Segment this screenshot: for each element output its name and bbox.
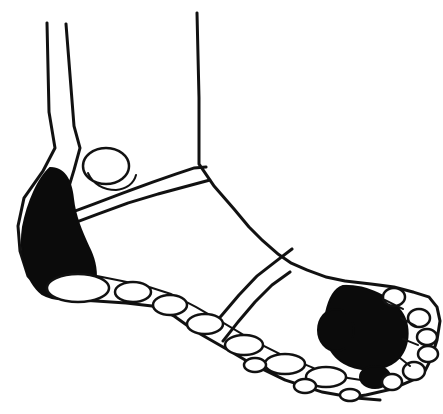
toe-5	[403, 362, 425, 380]
forefoot-highlight-ball	[318, 309, 354, 351]
sole-ring-1	[244, 358, 266, 372]
midfoot-oval-2	[153, 295, 187, 315]
sole-ring-3	[340, 389, 360, 401]
midfoot-oval-1	[115, 282, 151, 302]
midfoot-oval-3	[187, 314, 223, 334]
toe-6	[382, 374, 402, 390]
toe-4	[418, 346, 438, 362]
forefoot-oval-2	[265, 354, 305, 374]
sole-ring-2	[294, 379, 316, 393]
toe-1	[383, 288, 405, 306]
heel-pad-oval	[47, 274, 109, 302]
front-ankle-outline	[197, 13, 413, 292]
toe-3	[417, 329, 437, 345]
forefoot-oval-1	[225, 335, 263, 355]
forefoot-strap-back	[223, 272, 290, 341]
ankle-bone-oval	[83, 148, 129, 184]
